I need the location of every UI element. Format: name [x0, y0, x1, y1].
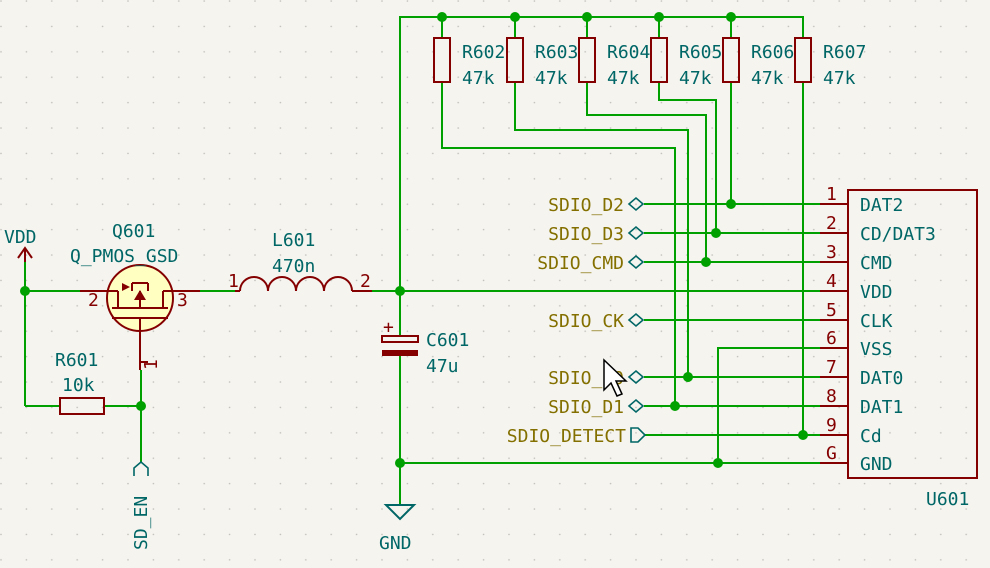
resistor-r607[interactable]: R607 47k: [794, 37, 866, 89]
net-label-text: SDIO_CK: [548, 311, 624, 332]
connector-ref: U601: [926, 489, 969, 510]
inductor-l601[interactable]: L601 470n 1 2: [228, 230, 372, 292]
gnd-label: GND: [379, 533, 412, 554]
inductor-value: 470n: [272, 256, 315, 277]
resistor-ref: R607: [823, 42, 866, 63]
capacitor-plus: +: [383, 317, 394, 338]
connector-pin-num: 9: [826, 415, 837, 436]
resistor-value: 47k: [462, 68, 495, 89]
connector-pin-name: CLK: [860, 311, 893, 332]
net-label-sdio-d1[interactable]: SDIO_D1: [548, 397, 645, 418]
capacitor-c601[interactable]: + C601 47u: [381, 317, 469, 377]
connector-pin-num: G: [826, 443, 837, 464]
mouse-cursor-icon: [603, 358, 628, 397]
connector-pin-num: 6: [826, 328, 837, 349]
connector-u601[interactable]: 1 2 3 4 5 6 7 8 9 G DAT2 CD/DAT3 CMD VDD…: [820, 184, 978, 510]
capacitor-ref: C601: [426, 330, 469, 351]
connector-pin-name: CD/DAT3: [860, 224, 936, 245]
resistor-r605[interactable]: R605 47k: [650, 37, 722, 89]
sd-en-net-label[interactable]: SD_EN: [131, 460, 152, 550]
resistor-ref: R602: [462, 42, 505, 63]
resistor-r601[interactable]: R601 10k: [55, 350, 105, 415]
net-label-sdio-d2[interactable]: SDIO_D2: [548, 195, 645, 216]
net-label-text: SDIO_CMD: [537, 253, 624, 274]
resistor-value: 47k: [823, 68, 856, 89]
resistor-ref: R603: [535, 42, 578, 63]
sd-en-label: SD_EN: [131, 496, 152, 550]
connector-pin-num: 5: [826, 300, 837, 321]
connector-pin-name: GND: [860, 454, 893, 475]
mosfet-q601[interactable]: Q601 Q_PMOS_GSD 2 3 1: [70, 221, 200, 370]
resistor-r603[interactable]: R603 47k: [506, 37, 578, 89]
vdd-label: VDD: [4, 227, 37, 248]
net-label-sdio-cmd[interactable]: SDIO_CMD: [537, 253, 645, 274]
resistor-value: 47k: [679, 68, 712, 89]
resistor-ref: R606: [751, 42, 794, 63]
resistor-r606[interactable]: R606 47k: [722, 37, 794, 89]
connector-pin-name: VDD: [860, 282, 893, 303]
net-label-text: SDIO_D3: [548, 224, 624, 245]
wires: [24, 16, 820, 505]
connector-pin-name: DAT2: [860, 195, 903, 216]
connector-pin-num: 4: [826, 271, 837, 292]
mosfet-pin-source: 2: [88, 290, 99, 311]
resistor-ref: R605: [679, 42, 722, 63]
resistor-value: 47k: [607, 68, 640, 89]
resistor-ref: R604: [607, 42, 650, 63]
resistor-value: 47k: [535, 68, 568, 89]
net-label-sdio-detect[interactable]: SDIO_DETECT: [507, 426, 647, 447]
connector-pin-name: DAT0: [860, 368, 903, 389]
mosfet-ref: Q601: [112, 221, 155, 242]
capacitor-value: 47u: [426, 356, 459, 377]
net-label-text: SDIO_D1: [548, 397, 624, 418]
connector-pin-name: DAT1: [860, 397, 903, 418]
connector-pin-num: 8: [826, 386, 837, 407]
connector-pin-num: 1: [826, 184, 837, 205]
resistor-value: 10k: [62, 375, 95, 396]
connector-pin-name: VSS: [860, 339, 893, 360]
connector-pin-num: 7: [826, 357, 837, 378]
connector-pin-num: 3: [826, 242, 837, 263]
mosfet-pin-gate: 1: [141, 359, 162, 370]
resistor-r604[interactable]: R604 47k: [578, 37, 650, 89]
net-label-sdio-d3[interactable]: SDIO_D3: [548, 224, 645, 245]
connector-pin-num: 2: [826, 213, 837, 234]
mosfet-value: Q_PMOS_GSD: [70, 246, 178, 267]
connector-pin-name: CMD: [860, 253, 893, 274]
resistor-value: 47k: [751, 68, 784, 89]
net-label-sdio-ck[interactable]: SDIO_CK: [548, 311, 645, 332]
resistor-ref: R601: [55, 350, 98, 371]
resistor-r602[interactable]: R602 47k: [433, 37, 505, 89]
net-label-text: SDIO_DETECT: [507, 426, 626, 447]
gnd-power-symbol[interactable]: GND: [379, 504, 417, 554]
connector-pin-name: Cd: [860, 426, 882, 447]
inductor-ref: L601: [272, 230, 315, 251]
inductor-pin2: 2: [360, 271, 371, 292]
mosfet-pin-drain: 3: [177, 290, 188, 311]
junctions: [20, 12, 808, 468]
net-label-text: SDIO_D2: [548, 195, 624, 216]
vdd-power-symbol[interactable]: VDD: [4, 227, 37, 262]
inductor-pin1: 1: [228, 271, 239, 292]
